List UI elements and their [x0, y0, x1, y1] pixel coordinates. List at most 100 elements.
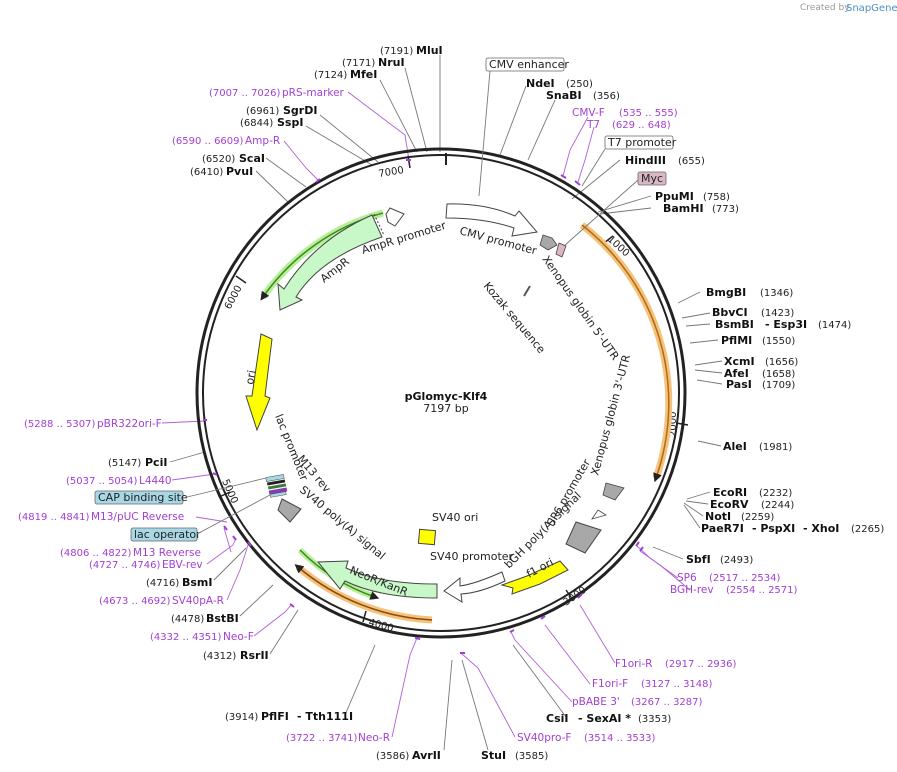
enz-alei: AleI [723, 440, 747, 453]
enz-stui: StuI [481, 749, 506, 762]
boxed-t7-promoter[interactable]: T7 promoter [604, 135, 677, 150]
enz-pos-bamhi: (773) [712, 204, 739, 215]
feature-sv40-ori[interactable] [417, 528, 437, 546]
primer-range-prs-marker: (7007 .. 7026) [209, 88, 281, 99]
feature-neor-kanr[interactable] [316, 560, 438, 599]
feature-ori[interactable] [245, 333, 273, 432]
primer-range-t7: (629 .. 648) [612, 120, 671, 131]
feature-cmv-promoter[interactable] [445, 203, 538, 237]
primer-m13-puc-reverse: M13/pUC Reverse [91, 511, 184, 523]
primer-range-sp6: (2517 .. 2534) [709, 573, 781, 584]
tick-2000: 2000 [668, 412, 689, 437]
tick-6000: 6000 [223, 275, 247, 311]
enz-paer7i: PaeR7I [701, 522, 744, 535]
label-sv40-polya: SV40 poly(A) signal [297, 483, 388, 562]
enz-ecorv: EcoRV [710, 498, 749, 511]
primer-range-f1ori-f: (3127 .. 3148) [641, 679, 713, 690]
primer-cmv-f: CMV-F [572, 107, 605, 119]
enz-pspxi: - PspXI [752, 522, 795, 535]
enz-sexai: - SexAI * [578, 712, 631, 725]
feature-sv40-polya[interactable] [277, 498, 302, 523]
boxed-myc[interactable]: Myc [637, 171, 667, 186]
enz-pcii: PciI [145, 456, 167, 469]
enz-bamhi: BamHI [663, 202, 704, 215]
enz-afei: AfeI [724, 367, 749, 380]
label-sv40-ori: SV40 ori [432, 511, 478, 524]
feature-lac-cluster[interactable] [265, 474, 288, 498]
label-xenopus-3utr: Xenopus globin 3'-UTR [588, 353, 633, 477]
primer-pbr322ori-f: pBR322ori-F [97, 418, 162, 430]
backbone-inner [202, 154, 680, 632]
boxed-cmv-enhancer[interactable]: CMV enhancer [485, 57, 569, 72]
brand-name: SnapGene [846, 3, 897, 14]
enz-pos-sspi: (6844) [240, 118, 273, 129]
feature-f1-ori[interactable] [500, 560, 569, 595]
feature-myc-box[interactable] [555, 242, 567, 258]
enz-xcmi: XcmI [724, 355, 755, 368]
primer-range-bgh-rev: (2554 .. 2571) [726, 585, 798, 596]
enz-pos-sexai: (3353) [638, 714, 671, 725]
label-xenopus-5utr: Xenopus globin 5'-UTR [540, 253, 622, 363]
enz-scai: ScaI [239, 152, 265, 165]
enz-pos-ecori: (2232) [759, 488, 792, 499]
orf-highlight-klf4 [579, 222, 673, 480]
feature-ampr[interactable] [277, 214, 383, 311]
tick-label-3000: 3000 [561, 585, 588, 609]
feature-ampr-promoter[interactable] [385, 207, 405, 227]
primer-ebv-rev: EBV-rev [162, 559, 203, 571]
enz-snabi: SnaBI [546, 89, 582, 102]
enz-bsmbi: BsmBI [715, 318, 754, 331]
enz-pos-pvui: (6410) [190, 167, 223, 178]
tick-label-2000: 2000 [668, 412, 679, 437]
enz-xhoi: - XhoI [803, 522, 839, 535]
enz-pos-stui: (3585) [515, 751, 548, 762]
enz-pvui: PvuI [226, 165, 253, 178]
enz-pos-bmgbi: (1346) [760, 288, 793, 299]
primer-range-sv40pro-f: (3514 .. 3533) [584, 733, 656, 744]
enz-esp3i: - Esp3I [765, 318, 807, 331]
primer-neo-r: Neo-R [358, 732, 390, 744]
enz-pos-afei: (1658) [762, 369, 795, 380]
primer-range-neo-f: (4332 .. 4351) [150, 632, 222, 643]
feature-sv40-promoter[interactable] [443, 571, 506, 603]
enz-csii: CsiI [546, 712, 568, 725]
enz-sspi: SspI [277, 116, 303, 129]
leader-lines [169, 55, 723, 751]
enz-pflmi: PflMI [721, 334, 752, 347]
boxed-lac-operator[interactable]: lac operator [130, 527, 201, 542]
enz-pos-pcii: (5147) [108, 458, 141, 469]
enz-ppumi: PpuMI [655, 190, 694, 203]
enz-pos-pasi: (1709) [762, 380, 795, 391]
primer-labels: (7007 .. 7026) pRS-marker (6590 .. 6609)… [18, 87, 798, 744]
svg-text:lac operator: lac operator [134, 528, 201, 541]
feature-xenopus-3utr[interactable] [602, 482, 625, 501]
enz-bstbi: BstBI [206, 612, 239, 625]
enz-mlui: MluI [416, 44, 443, 57]
enz-pos-bbvci: (1423) [761, 308, 794, 319]
feature-bgh-polya[interactable] [565, 521, 602, 554]
enz-rsrii: RsrII [240, 649, 269, 662]
primer-range-l4440: (5037 .. 5054) [66, 476, 138, 487]
feature-kozak[interactable] [523, 285, 531, 297]
primer-range-cmv-f: (535 .. 555) [619, 108, 678, 119]
primer-l4440: L4440 [139, 475, 172, 487]
enz-pos-ppumi: (758) [703, 192, 730, 203]
feature-sp6-promoter[interactable] [591, 509, 607, 520]
enz-pos-snabi: (356) [593, 91, 620, 102]
enz-bbvci: BbvCI [712, 306, 748, 319]
primer-t7: T7 [586, 119, 600, 131]
orf-arrow-neor [294, 564, 433, 621]
enz-sgrdi: SgrDI [283, 104, 317, 117]
svg-text:CMV enhancer: CMV enhancer [489, 58, 569, 71]
primer-marks [203, 159, 644, 654]
label-ori: ori [243, 369, 258, 385]
primer-amp-r: Amp-R [245, 135, 280, 147]
svg-text:T7 promoter: T7 promoter [607, 136, 677, 149]
feature-xenopus-5utr[interactable] [539, 234, 558, 251]
enz-tth111i: - Tth111I [297, 710, 353, 723]
enz-pasi: PasI [726, 378, 752, 391]
boxed-cap-binding-site[interactable]: CAP binding site [94, 490, 188, 505]
tick-label-7000: 7000 [378, 165, 405, 180]
brand-prefix: Created by [800, 3, 850, 13]
